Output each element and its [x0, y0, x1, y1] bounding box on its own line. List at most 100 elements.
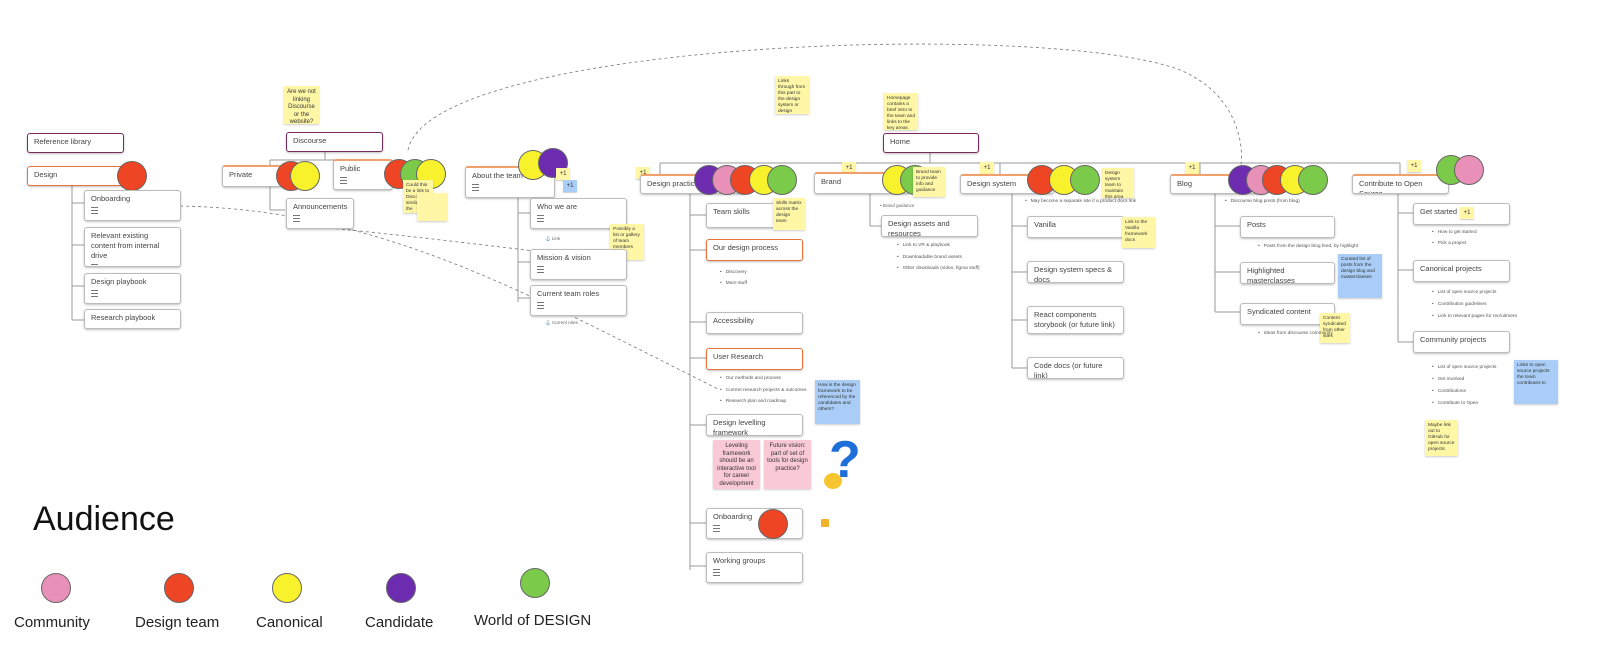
doc-icon: [293, 215, 300, 222]
about-team-card[interactable]: About the team: [465, 166, 555, 198]
brand-sticky[interactable]: Brand team to provide info and guidance: [913, 167, 945, 197]
posts-item: Posts from the design blog feed, by high…: [1258, 244, 1358, 250]
sticky-text: Link to the Vanilla framework docs: [1125, 220, 1148, 243]
vanilla-sticky[interactable]: Link to the Vanilla framework docs: [1122, 217, 1155, 248]
card-label: Reference library: [34, 137, 92, 146]
team-skills-sticky[interactable]: Skills matrix across the design team: [773, 198, 805, 230]
world-of-design-dot: [1070, 165, 1100, 195]
doc-icon: [91, 264, 98, 266]
roles-text: Current roles: [551, 320, 578, 325]
public-sticky-2[interactable]: [417, 193, 447, 221]
card-label: Canonical projects: [1420, 264, 1482, 273]
vote-badge[interactable]: +1: [842, 162, 856, 174]
card-label: Community projects: [1420, 335, 1487, 344]
working-groups-card[interactable]: Working groups: [706, 552, 803, 583]
legend-label-design-team: Design team: [135, 614, 220, 631]
home-card[interactable]: Home: [883, 133, 979, 153]
card-label: Blog: [1177, 179, 1193, 188]
mission-vision-card[interactable]: Mission & vision: [530, 249, 627, 280]
world-of-design-dot: [1298, 165, 1328, 195]
process-item: Discovery: [720, 270, 747, 276]
legend-dot-community: [41, 573, 71, 603]
levelling-pink-sticky-2[interactable]: Future vision: part of set of tools for …: [764, 440, 811, 489]
contribute-blue-sticky[interactable]: Links to open source projects the team c…: [1514, 360, 1558, 404]
design-levelling-card[interactable]: Design levelling framework: [706, 414, 803, 436]
code-docs-card[interactable]: Code docs (or future link): [1027, 357, 1124, 379]
accessibility-card[interactable]: Accessibility: [706, 312, 803, 334]
react-components-card[interactable]: React components storybook (or future li…: [1027, 306, 1124, 334]
design-assets-card[interactable]: Design assets and resources: [881, 215, 978, 237]
ds-sticky[interactable]: Design system team to maintain this area: [1102, 168, 1134, 198]
card-label: Onboarding: [91, 194, 131, 203]
doc-icon: [340, 177, 347, 184]
research-playbook-card[interactable]: Research playbook: [84, 309, 181, 329]
team-link: ⚓ Link: [545, 236, 561, 241]
who-we-are-card[interactable]: Who we are: [530, 198, 627, 229]
legend-label-community: Community: [14, 614, 90, 631]
asset-item: Link to VR & playbook: [897, 243, 950, 249]
highlighted-masterclasses-card[interactable]: Highlighted masterclasses: [1240, 262, 1335, 284]
sticky-text: Leveling framework should be an interact…: [717, 443, 756, 487]
current-team-roles-card[interactable]: Current team roles: [530, 285, 627, 316]
vote-badge[interactable]: +1: [1185, 162, 1199, 174]
blog-blue-sticky[interactable]: Curated list of posts from the design bl…: [1338, 254, 1382, 298]
card-label: Posts: [1247, 220, 1266, 229]
process-item: More stuff: [720, 281, 747, 287]
syndicated-item: Ideas from discourse community: [1258, 331, 1333, 337]
discourse-card[interactable]: Discourse: [286, 132, 383, 152]
card-label: Code docs (or future link): [1034, 361, 1103, 379]
syndicated-sticky[interactable]: Content syndicated from other sites: [1320, 313, 1350, 343]
top-curve-sticky[interactable]: Links through from this part to the desi…: [775, 76, 809, 114]
card-label: Public: [340, 164, 361, 173]
canonical-projects-card[interactable]: Canonical projects: [1413, 260, 1510, 282]
reference-library-card[interactable]: Reference library: [27, 133, 124, 153]
levelling-pink-sticky-1[interactable]: Leveling framework should be an interact…: [713, 440, 760, 489]
design-card[interactable]: Design: [27, 166, 135, 186]
levelling-blue-sticky[interactable]: How is the design framework to be refere…: [815, 380, 860, 424]
discourse-sticky[interactable]: Are we not linking Discourse or the webs…: [284, 86, 319, 124]
asset-item: Other downloads (video, figma stuff): [897, 266, 980, 272]
asset-item: Downloadable brand assets: [897, 255, 962, 261]
legend-dot-canonical: [272, 573, 302, 603]
canonical-project-item: Link to relevant pages for recruitment: [1432, 314, 1517, 320]
card-label: Onboarding: [713, 512, 753, 521]
open-source-sticky[interactable]: Maybe link out to GitHub for open source…: [1425, 420, 1458, 456]
vote-badge[interactable]: +1: [556, 168, 570, 180]
onboarding-card[interactable]: Onboarding: [84, 190, 181, 221]
vote-badge[interactable]: +1: [1460, 207, 1474, 219]
home-sticky[interactable]: Homepage contains a brief intro to the t…: [884, 93, 918, 130]
vote-badge[interactable]: +1: [980, 162, 994, 174]
card-label: Contribute to Open Source: [1359, 179, 1423, 194]
community-project-item: Contributions: [1432, 389, 1466, 395]
doc-icon: [537, 266, 544, 273]
world-of-design-dot: [767, 165, 797, 195]
announcements-card[interactable]: Announcements: [286, 198, 354, 229]
design-playbook-card[interactable]: Design playbook: [84, 273, 181, 304]
team-skills-card[interactable]: Team skills: [706, 203, 776, 228]
contribute-card[interactable]: Contribute to Open Source: [1352, 174, 1449, 194]
private-card[interactable]: Private: [222, 165, 282, 187]
canonical-project-item: Contribution guidelines: [1432, 302, 1487, 308]
doc-icon: [91, 207, 98, 214]
posts-card[interactable]: Posts: [1240, 216, 1335, 238]
community-project-item: Contribute to Open: [1432, 401, 1479, 407]
design-system-specs-card[interactable]: Design system specs & docs: [1027, 261, 1124, 283]
user-research-card[interactable]: User Research: [706, 348, 803, 370]
doc-icon: [91, 290, 98, 297]
our-design-process-card[interactable]: Our design process: [706, 239, 803, 261]
doc-icon: [713, 525, 720, 532]
card-label: Get started: [1420, 207, 1458, 216]
vanilla-card[interactable]: Vanilla: [1027, 216, 1124, 238]
card-label: Home: [890, 137, 911, 146]
card-label: React components storybook (or future li…: [1034, 310, 1115, 329]
vote-badge[interactable]: +1: [1407, 160, 1421, 172]
sticky-text: How is the design framework to be refere…: [818, 383, 856, 412]
card-label: Design: [34, 170, 58, 179]
card-label: User Research: [713, 352, 764, 361]
community-projects-card[interactable]: Community projects: [1413, 331, 1510, 353]
relevant-content-card[interactable]: Relevant existing content from internal …: [84, 227, 181, 267]
card-label: Working groups: [713, 556, 766, 565]
onboarding-2-card[interactable]: Onboarding: [706, 508, 803, 539]
vote-badge[interactable]: +1: [563, 180, 577, 192]
